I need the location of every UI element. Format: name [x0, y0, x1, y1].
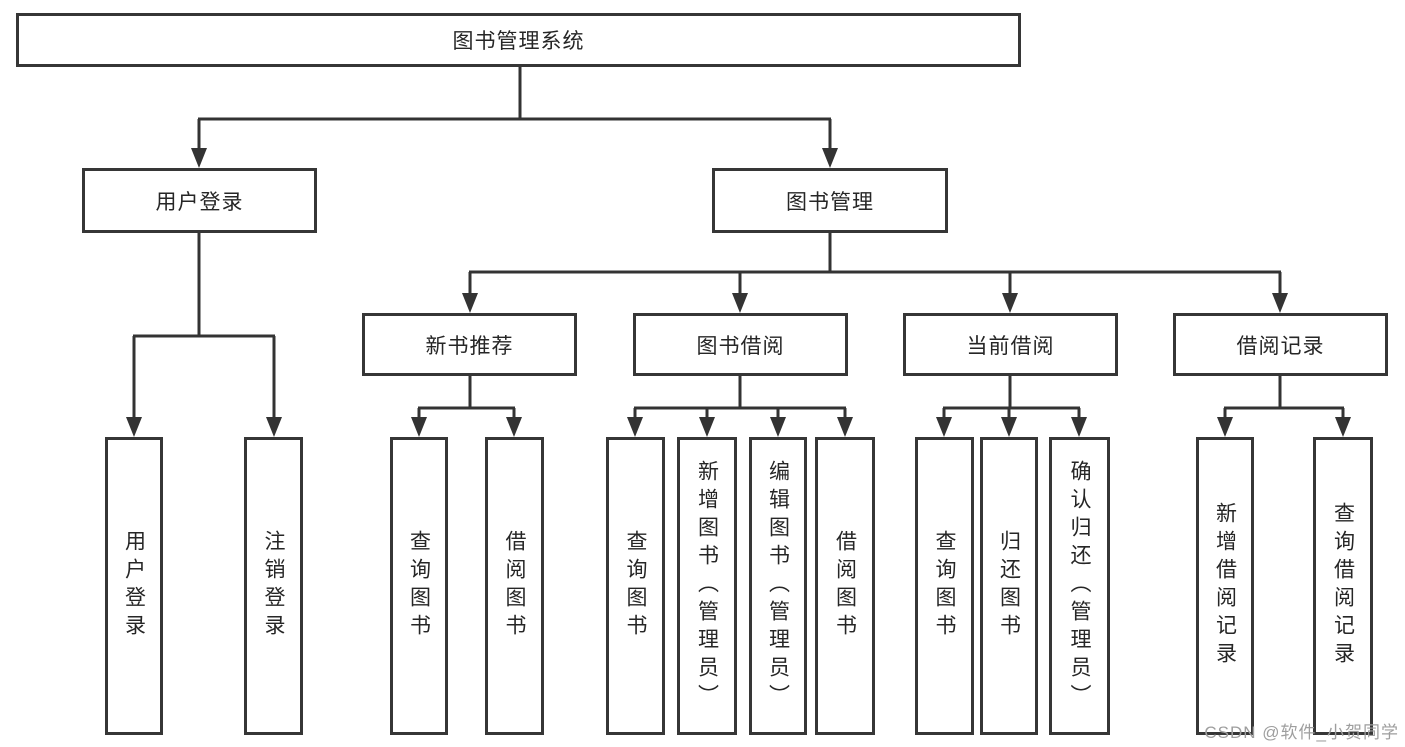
node-root-label: 图书管理系统 — [452, 30, 585, 53]
node-borrowing-records-label: 借阅记录 — [1236, 334, 1325, 358]
leaf-query-books-borrowing: 查询图书 — [606, 437, 665, 735]
node-book-management: 图书管理 — [712, 168, 948, 233]
leaf-add-books-admin: 新增图书（管理员） — [677, 437, 737, 735]
leaf-add-books-admin-label: 新增图书（管理员） — [695, 460, 719, 712]
leaf-confirm-return-admin: 确认归还（管理员） — [1049, 437, 1110, 735]
leaf-query-books-recommend-label: 查询图书 — [407, 530, 431, 642]
node-user-login: 用户登录 — [82, 168, 317, 233]
leaf-query-borrow-record: 查询借阅记录 — [1313, 437, 1373, 735]
leaf-logout-label: 注销登录 — [262, 530, 285, 642]
leaf-logout: 注销登录 — [244, 437, 303, 735]
node-book-borrowing: 图书借阅 — [633, 313, 848, 376]
leaf-add-borrow-record-label: 新增借阅记录 — [1213, 502, 1237, 670]
node-book-borrowing-label: 图书借阅 — [696, 334, 785, 358]
node-user-login-label: 用户登录 — [155, 190, 244, 214]
leaf-return-books-label: 归还图书 — [997, 530, 1021, 642]
leaf-borrow-books-recommend: 借阅图书 — [485, 437, 544, 735]
node-new-book-recommend-label: 新书推荐 — [425, 334, 514, 358]
node-current-borrowing: 当前借阅 — [903, 313, 1118, 376]
leaf-query-books-borrowing-label: 查询图书 — [624, 530, 647, 642]
node-current-borrowing-label: 当前借阅 — [966, 334, 1055, 358]
leaf-borrow-books-recommend-label: 借阅图书 — [503, 530, 526, 642]
node-new-book-recommend: 新书推荐 — [362, 313, 577, 376]
leaf-query-borrow-record-label: 查询借阅记录 — [1331, 502, 1355, 670]
node-borrowing-records: 借阅记录 — [1173, 313, 1388, 376]
leaf-borrow-books: 借阅图书 — [815, 437, 875, 735]
leaf-borrow-books-label: 借阅图书 — [833, 530, 857, 642]
leaf-query-books-current-label: 查询图书 — [933, 530, 956, 642]
leaf-query-books-current: 查询图书 — [915, 437, 974, 735]
leaf-query-books-recommend: 查询图书 — [390, 437, 448, 735]
leaf-user-login-label: 用户登录 — [122, 530, 146, 642]
node-root: 图书管理系统 — [16, 13, 1021, 67]
leaf-edit-books-admin: 编辑图书（管理员） — [749, 437, 807, 735]
leaf-return-books: 归还图书 — [980, 437, 1038, 735]
leaf-confirm-return-admin-label: 确认归还（管理员） — [1068, 460, 1091, 712]
node-book-management-label: 图书管理 — [786, 190, 874, 214]
csdn-watermark: CSDN @软件_小贺同学 — [1204, 723, 1399, 742]
leaf-user-login: 用户登录 — [105, 437, 163, 735]
leaf-edit-books-admin-label: 编辑图书（管理员） — [766, 460, 790, 712]
leaf-add-borrow-record: 新增借阅记录 — [1196, 437, 1254, 735]
